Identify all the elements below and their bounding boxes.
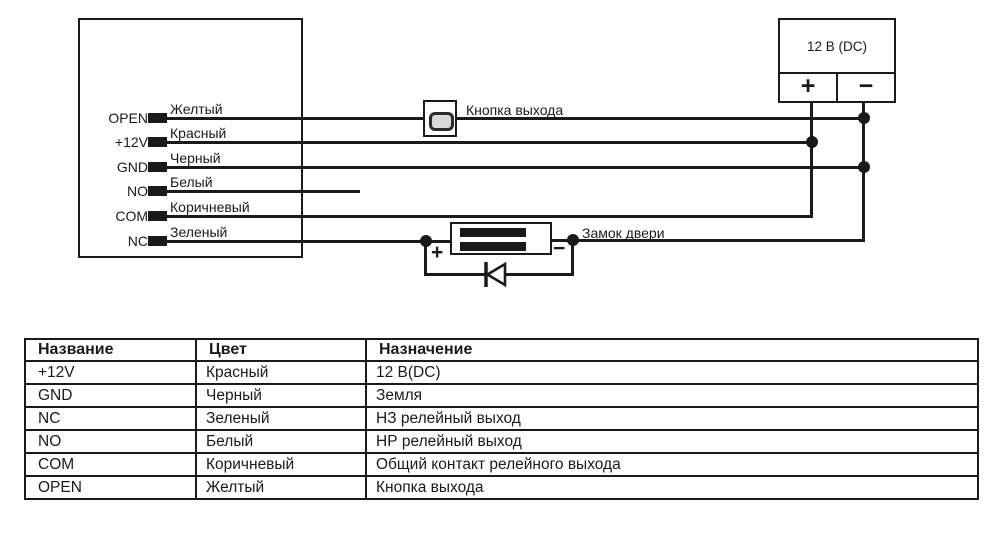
table-row: COM Коричневый Общий контакт релейного в… bbox=[24, 452, 979, 477]
wiring-table: Название Цвет Назначение +12V Красный 12… bbox=[24, 338, 979, 500]
cell-name: +12V bbox=[24, 360, 197, 385]
exit-button-label: Кнопка выхода bbox=[466, 102, 564, 118]
wire-label-yellow: Желтый bbox=[170, 101, 223, 117]
wire-red-12v bbox=[152, 141, 813, 144]
junction-dot-lock-plus bbox=[420, 235, 432, 247]
cell-color: Зеленый bbox=[195, 406, 367, 431]
wire-white-no bbox=[152, 190, 360, 193]
power-supply-label: 12 В (DC) bbox=[806, 38, 867, 54]
terminal-label-com: COM bbox=[115, 208, 148, 224]
cell-color: Коричневый bbox=[195, 452, 367, 477]
wire-label-green: Зеленый bbox=[170, 224, 228, 240]
door-lock-box bbox=[450, 222, 552, 255]
exit-button-cap-icon bbox=[429, 112, 454, 131]
wire-label-red: Красный bbox=[170, 125, 227, 141]
flyback-diode-icon bbox=[484, 261, 507, 288]
wire-brown-com bbox=[152, 215, 813, 218]
wire-black-gnd bbox=[152, 166, 865, 169]
junction-dot-minus-yellow bbox=[858, 112, 870, 124]
junction-dot-lock-minus bbox=[567, 234, 579, 246]
wire-green-nc bbox=[152, 240, 452, 243]
col-header-color: Цвет bbox=[195, 338, 367, 362]
cell-name: COM bbox=[24, 452, 197, 477]
psu-minus-terminal: − bbox=[836, 74, 894, 101]
cell-purpose: НЗ релейный выход bbox=[365, 406, 979, 431]
power-supply-terminals: + − bbox=[780, 72, 894, 101]
cell-name: NO bbox=[24, 429, 197, 454]
wire-lock-to-minus bbox=[551, 239, 865, 242]
cell-name: OPEN bbox=[24, 475, 197, 500]
cell-purpose: Кнопка выхода bbox=[365, 475, 979, 500]
table-row: GND Черный Земля bbox=[24, 383, 979, 408]
door-lock-label: Замок двери bbox=[582, 225, 665, 241]
wire-bypass-left bbox=[424, 241, 427, 276]
wire-label-white: Белый bbox=[170, 174, 213, 190]
table-row: OPEN Желтый Кнопка выхода bbox=[24, 475, 979, 500]
wire-yellow-open bbox=[152, 117, 865, 120]
lock-armature-bar bbox=[460, 228, 526, 237]
terminal-label-open: OPEN bbox=[108, 110, 148, 126]
junction-dot-minus-black bbox=[858, 161, 870, 173]
cell-purpose: Земля bbox=[365, 383, 979, 408]
col-header-name: Название bbox=[24, 338, 197, 362]
cell-purpose: Общий контакт релейного выхода bbox=[365, 452, 979, 477]
cell-color: Белый bbox=[195, 429, 367, 454]
wire-psu-plus-drop bbox=[810, 103, 813, 218]
lock-minus-label: − bbox=[553, 237, 566, 260]
cell-purpose: НР релейный выход bbox=[365, 429, 979, 454]
power-supply-box: 12 В (DC) + − bbox=[778, 18, 896, 103]
cell-purpose: 12 В(DC) bbox=[365, 360, 979, 385]
lock-armature-bar bbox=[460, 242, 526, 251]
terminal-label-no: NO bbox=[127, 183, 148, 199]
terminal-label-gnd: GND bbox=[116, 159, 148, 175]
table-row: NC Зеленый НЗ релейный выход bbox=[24, 406, 979, 431]
exit-button bbox=[423, 100, 457, 137]
table-row: NO Белый НР релейный выход bbox=[24, 429, 979, 454]
psu-plus-terminal: + bbox=[800, 72, 816, 100]
table-header-row: Название Цвет Назначение bbox=[24, 338, 979, 362]
cell-color: Черный bbox=[195, 383, 367, 408]
wire-label-black: Черный bbox=[170, 150, 221, 166]
cell-name: GND bbox=[24, 383, 197, 408]
col-header-purpose: Назначение bbox=[365, 338, 979, 362]
table-row: +12V Красный 12 В(DC) bbox=[24, 360, 979, 385]
cell-color: Желтый bbox=[195, 475, 367, 500]
junction-dot-plus-red bbox=[806, 136, 818, 148]
lock-plus-label: + bbox=[431, 241, 444, 264]
cell-color: Красный bbox=[195, 360, 367, 385]
terminal-label-nc: NC bbox=[127, 233, 148, 249]
terminal-label-12v: +12V bbox=[114, 134, 148, 150]
controller-box bbox=[78, 18, 303, 258]
cell-name: NC bbox=[24, 406, 197, 431]
wire-bypass-right bbox=[571, 240, 574, 276]
wire-label-brown: Коричневый bbox=[170, 199, 250, 215]
